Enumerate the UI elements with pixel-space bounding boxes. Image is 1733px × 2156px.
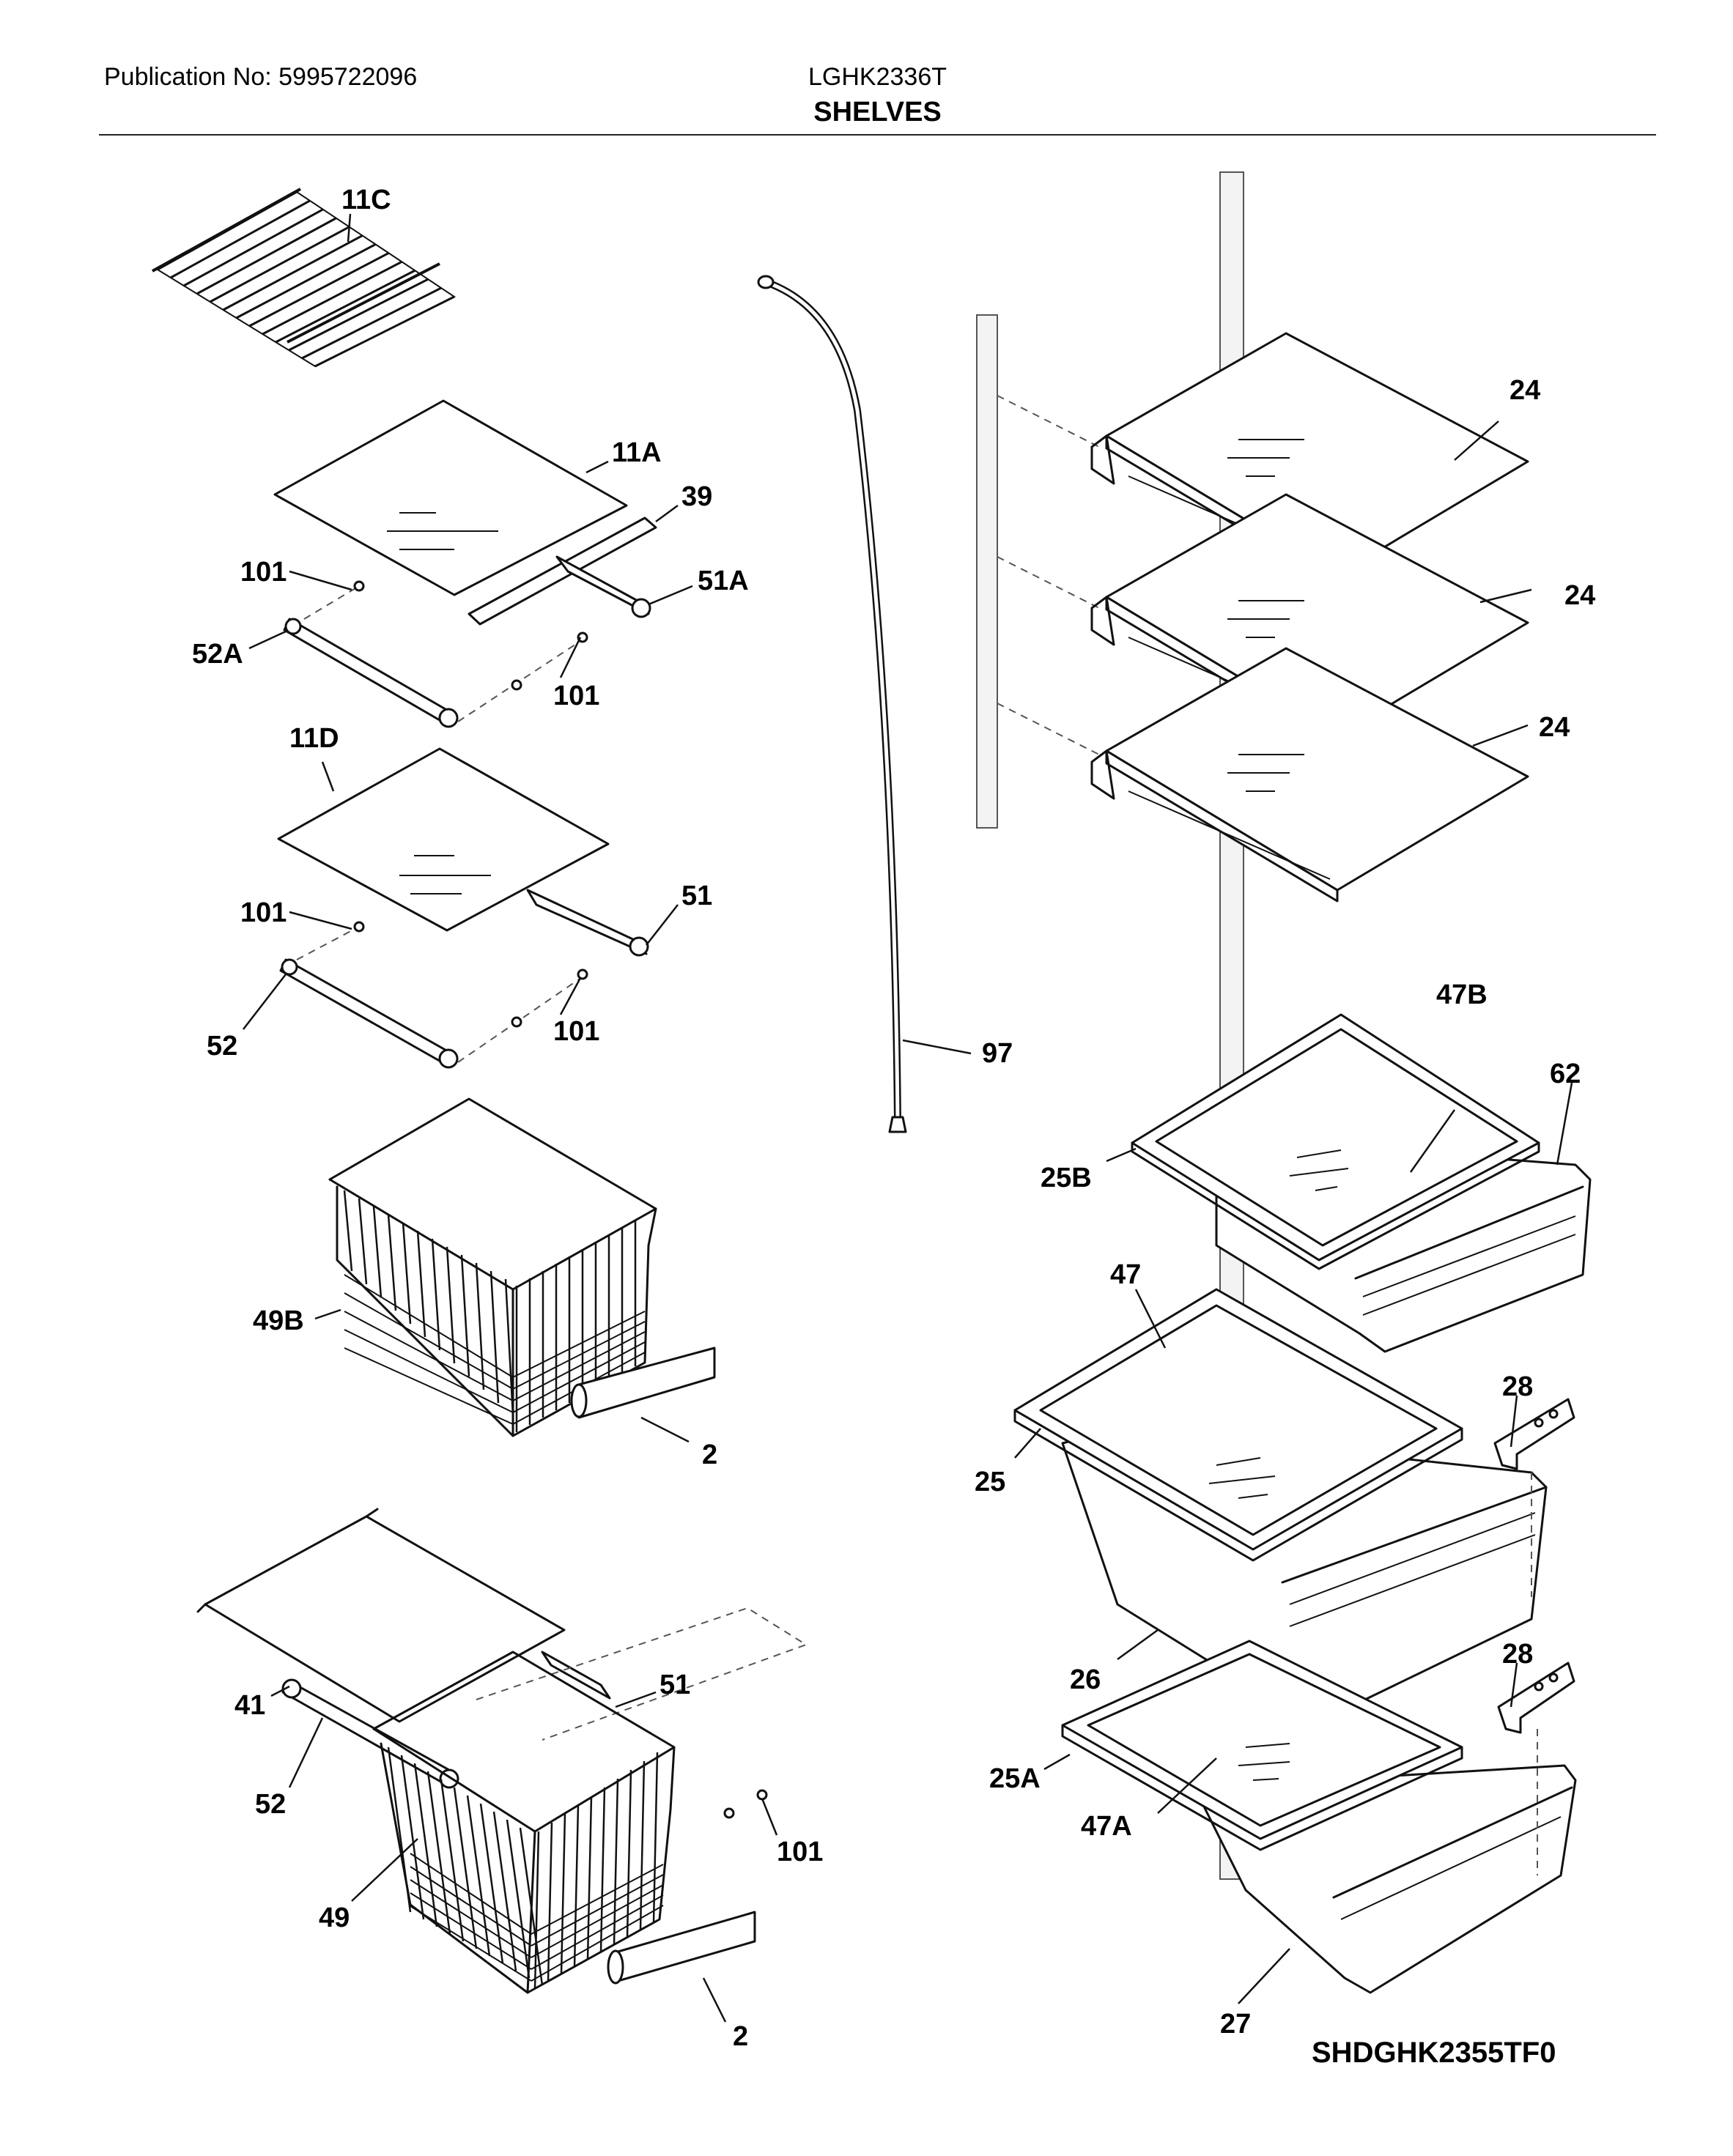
callout-26: 26 bbox=[1070, 1664, 1101, 1695]
callout-101-a: 101 bbox=[240, 557, 287, 588]
glass-shelf-24-bottom bbox=[1090, 647, 1529, 903]
callout-25a: 25A bbox=[989, 1763, 1041, 1794]
wire-shelf-11c bbox=[152, 188, 456, 368]
diagram-code: SHDGHK2355TF0 bbox=[1312, 2037, 1556, 2069]
screw-101-a bbox=[353, 580, 365, 592]
callout-49: 49 bbox=[319, 1903, 350, 1933]
callout-24-b: 24 bbox=[1564, 580, 1595, 611]
callout-49b: 49B bbox=[253, 1305, 304, 1336]
rail-51-b bbox=[541, 1651, 611, 1700]
publication-number: Publication No: 5995722096 bbox=[104, 63, 418, 91]
callout-11d: 11D bbox=[289, 723, 339, 754]
bracket-28-a bbox=[1493, 1398, 1575, 1470]
header-divider bbox=[99, 134, 1656, 136]
callout-39: 39 bbox=[681, 481, 712, 512]
callout-11a: 11A bbox=[612, 437, 662, 468]
callout-101-d: 101 bbox=[553, 1016, 599, 1047]
callout-47b: 47B bbox=[1436, 979, 1488, 1010]
leader-lines bbox=[243, 213, 1573, 2023]
rail-52 bbox=[279, 958, 459, 1069]
callout-41: 41 bbox=[234, 1690, 265, 1721]
callout-28-b: 28 bbox=[1502, 1639, 1533, 1670]
callout-28-a: 28 bbox=[1502, 1371, 1533, 1402]
callout-11c: 11C bbox=[341, 185, 391, 215]
tube-97 bbox=[757, 275, 907, 1133]
callout-24-c: 24 bbox=[1539, 712, 1570, 743]
callout-51-b: 51 bbox=[659, 1670, 690, 1700]
rail-51 bbox=[526, 889, 649, 957]
wire-basket-49b bbox=[328, 1097, 657, 1437]
callout-52a: 52A bbox=[192, 639, 243, 670]
glass-shelf-11d bbox=[277, 747, 610, 932]
trim-39 bbox=[468, 516, 657, 626]
wire-basket-49 bbox=[372, 1651, 676, 1994]
handle-2-b bbox=[607, 1911, 756, 1985]
callout-47: 47 bbox=[1110, 1259, 1141, 1290]
glass-shelf-11a bbox=[273, 399, 628, 596]
callout-52-b: 52 bbox=[255, 1789, 286, 1820]
handle-2-a bbox=[570, 1346, 716, 1419]
glass-47b bbox=[1155, 1028, 1518, 1247]
glass-47a bbox=[1087, 1653, 1441, 1827]
callout-97: 97 bbox=[982, 1038, 1013, 1069]
bracket-28-b bbox=[1497, 1662, 1575, 1734]
rail-51a bbox=[555, 555, 651, 618]
shelf-41 bbox=[196, 1508, 566, 1723]
callout-51-a: 51 bbox=[681, 881, 712, 911]
callout-25b: 25B bbox=[1041, 1163, 1092, 1193]
callout-27: 27 bbox=[1220, 2009, 1251, 2040]
callout-47a: 47A bbox=[1081, 1811, 1132, 1842]
callout-2-a: 2 bbox=[702, 1440, 717, 1470]
callout-101-e: 101 bbox=[777, 1837, 823, 1867]
screw-101-b bbox=[511, 631, 588, 691]
callout-51a: 51A bbox=[698, 566, 749, 596]
glass-47 bbox=[1039, 1304, 1438, 1536]
callout-24-a: 24 bbox=[1510, 375, 1540, 406]
model-number: LGHK2336T bbox=[808, 63, 947, 91]
callout-25: 25 bbox=[975, 1467, 1005, 1497]
callout-52-a: 52 bbox=[207, 1031, 237, 1062]
callout-62: 62 bbox=[1550, 1059, 1581, 1089]
callout-101-c: 101 bbox=[240, 897, 287, 928]
callout-101-b: 101 bbox=[553, 681, 599, 711]
rail-52a bbox=[283, 618, 459, 728]
section-title: SHELVES bbox=[813, 97, 942, 127]
callout-2-b: 2 bbox=[733, 2021, 748, 2052]
